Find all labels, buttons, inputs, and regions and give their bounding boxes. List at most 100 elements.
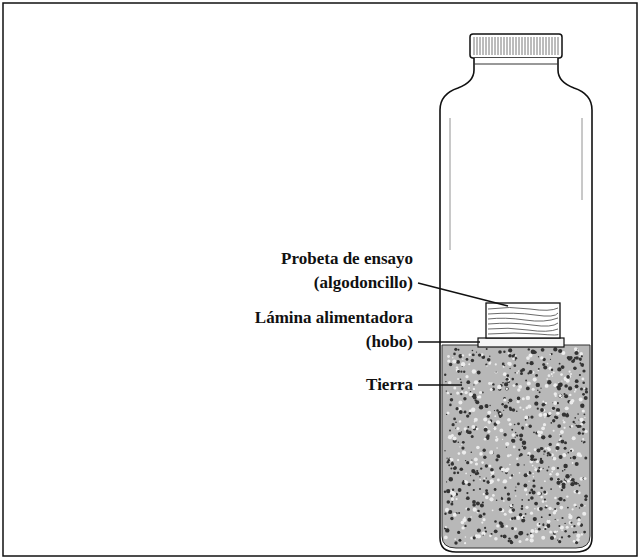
soil-speck <box>448 510 452 514</box>
soil-speck <box>489 356 490 357</box>
soil-speck <box>461 521 465 525</box>
soil-speck <box>572 462 574 464</box>
leader-line <box>418 341 480 342</box>
soil-speck <box>481 531 485 535</box>
soil-speck <box>553 430 555 432</box>
soil-speck <box>560 440 564 444</box>
soil-speck <box>507 454 510 457</box>
lid-ridge <box>483 37 484 55</box>
soil-speck <box>503 534 507 538</box>
soil-speck <box>501 522 504 525</box>
soil-speck <box>473 480 475 482</box>
soil-speck <box>496 499 498 501</box>
soil-speck <box>508 540 510 542</box>
soil-speck <box>567 413 569 415</box>
soil-speck <box>564 447 567 450</box>
soil-speck <box>579 352 583 356</box>
soil-speck <box>559 434 560 435</box>
soil-speck <box>549 454 552 457</box>
soil-speck <box>459 420 461 422</box>
soil-speck <box>473 388 475 390</box>
soil-speck <box>559 383 561 385</box>
soil-speck <box>447 412 450 415</box>
soil-speck <box>464 542 466 544</box>
soil-speck <box>570 450 572 452</box>
soil-speck <box>544 447 546 449</box>
soil-speck <box>527 533 529 535</box>
soil-speck <box>529 425 532 428</box>
soil-speck <box>490 362 492 364</box>
soil-speck <box>522 429 523 430</box>
soil-speck <box>454 538 456 540</box>
soil-speck <box>546 505 548 507</box>
soil-speck <box>484 527 486 529</box>
soil-speck <box>466 414 469 417</box>
soil-speck <box>534 448 537 451</box>
soil-speck <box>567 452 569 454</box>
soil-speck <box>453 353 456 356</box>
soil-speck <box>495 371 496 372</box>
soil-speck <box>585 514 586 515</box>
soil-speck <box>525 419 527 421</box>
soil-speck <box>549 473 551 475</box>
soil-speck <box>547 447 550 450</box>
soil-speck <box>493 427 496 430</box>
soil-speck <box>552 375 553 376</box>
soil-speck <box>570 482 574 486</box>
soil-speck <box>520 372 523 375</box>
soil-speck <box>498 411 502 415</box>
soil-speck <box>519 433 523 437</box>
soil-speck <box>569 521 573 525</box>
soil-speck <box>460 379 462 381</box>
soil-speck <box>575 531 577 533</box>
soil-speck <box>513 358 515 360</box>
soil-speck <box>473 489 475 491</box>
soil-speck <box>497 479 500 482</box>
soil-speck <box>564 469 566 471</box>
soil-speck <box>509 368 510 369</box>
soil-speck <box>559 382 563 386</box>
soil-speck <box>575 389 577 391</box>
soil-speck <box>494 488 497 491</box>
soil-speck <box>480 467 482 469</box>
lid-ridge <box>489 37 490 55</box>
soil-speck <box>569 394 571 396</box>
soil-speck <box>515 490 517 492</box>
soil-speck <box>561 380 562 381</box>
soil-speck <box>548 374 551 377</box>
soil-speck <box>553 401 557 405</box>
frame <box>3 3 637 556</box>
soil-speck <box>560 430 564 434</box>
soil-speck <box>537 390 539 392</box>
soil-speck <box>478 353 481 356</box>
soil-speck <box>577 517 581 521</box>
soil-speck <box>466 497 469 500</box>
soil-speck <box>462 354 464 356</box>
soil-speck <box>509 398 513 402</box>
soil-speck <box>451 462 455 466</box>
soil-speck <box>503 433 506 436</box>
lid-ridge <box>495 37 496 55</box>
soil-speck <box>549 443 552 446</box>
lid-ridge <box>549 37 550 55</box>
soil-speck <box>548 435 551 438</box>
soil-speck <box>546 469 548 471</box>
soil-speck <box>548 507 551 510</box>
soil-speck <box>547 520 551 524</box>
soil-speck <box>519 540 522 543</box>
soil-speck <box>522 397 525 400</box>
soil-speck <box>571 425 573 427</box>
soil-speck <box>487 415 490 418</box>
soil-speck <box>519 472 521 474</box>
soil-speck <box>451 497 454 500</box>
soil-speck <box>544 417 545 418</box>
soil-speck <box>464 480 468 484</box>
soil-speck <box>483 493 485 495</box>
soil-speck <box>526 494 528 496</box>
soil-speck <box>471 425 475 429</box>
soil-speck <box>506 388 508 390</box>
soil-speck <box>457 531 460 534</box>
soil-speck <box>502 439 503 440</box>
soil-speck <box>507 493 510 496</box>
soil-speck <box>518 449 520 451</box>
